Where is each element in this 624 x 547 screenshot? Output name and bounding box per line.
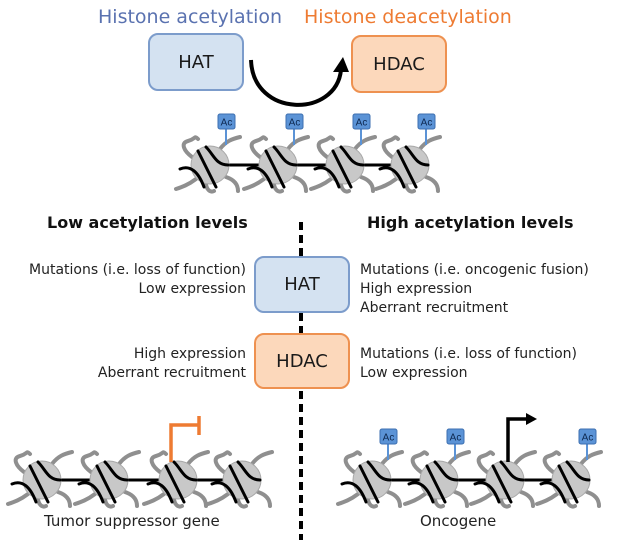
chromatin-tumor-suppressor (6, 450, 274, 509)
acetyl-label: Ac (582, 433, 594, 444)
nucleosome-icon: Ac (336, 428, 404, 509)
nucleosome-icon (6, 450, 74, 509)
deacetylation-title: Histone deacetylation (304, 6, 512, 28)
acetyl-label: Ac (383, 433, 395, 444)
acetyl-tag-icon: Ac (217, 113, 236, 145)
acetyl-tag-icon: Ac (352, 113, 371, 145)
hat-label: HAT (284, 274, 320, 295)
nucleosome-icon (73, 450, 141, 509)
acetyl-label: Ac (450, 433, 462, 444)
cause-item: Aberrant recruitment (360, 300, 509, 316)
cause-item: High expression (360, 281, 473, 297)
acetyl-tag-icon: Ac (285, 113, 304, 145)
cause-item: Low expression (360, 365, 468, 381)
hat-label: HAT (178, 51, 214, 73)
hat-box-center: HAT (254, 256, 350, 313)
low-hat-causes: Mutations (i.e. loss of function) Low ex… (29, 261, 246, 299)
cause-item: Mutations (i.e. loss of function) (360, 346, 577, 362)
cause-item: Low expression (138, 281, 246, 297)
acetyl-label: Ac (356, 118, 368, 129)
acetyl-tag-icon: Ac (578, 428, 597, 460)
nucleosome-icon: Ac (374, 113, 442, 194)
cause-item: Mutations (i.e. oncogenic fusion) (360, 262, 589, 278)
oncogene-label: Oncogene (420, 512, 497, 530)
acetyl-label: Ac (221, 118, 233, 129)
acetyl-label: Ac (421, 118, 433, 129)
high-hat-causes: Mutations (i.e. oncogenic fusion) High e… (360, 261, 589, 318)
repression-icon (169, 416, 201, 462)
nucleosome-icon: Ac (242, 113, 310, 194)
hdac-box-top: HDAC (351, 35, 447, 93)
chromatin-top: Ac Ac Ac Ac (174, 113, 442, 194)
acetyl-tag-icon: Ac (446, 428, 465, 460)
acetylation-title: Histone acetylation (98, 6, 283, 28)
high-hdac-causes: Mutations (i.e. loss of function) Low ex… (360, 345, 577, 383)
transcription-arrow-icon (506, 413, 537, 462)
nucleosome-icon (206, 450, 274, 509)
curved-arrow-icon (249, 57, 349, 107)
nucleosome-icon: Ac (174, 113, 242, 194)
acetyl-tag-icon: Ac (417, 113, 436, 145)
hdac-box-center: HDAC (254, 333, 350, 389)
low-hdac-causes: High expression Aberrant recruitment (98, 345, 246, 383)
hdac-label: HDAC (276, 350, 328, 372)
acetyl-tag-icon: Ac (379, 428, 398, 460)
nucleosome-icon (469, 450, 537, 509)
acetyl-label: Ac (289, 118, 301, 129)
nucleosome-icon: Ac (535, 428, 603, 509)
low-acetylation-heading: Low acetylation levels (47, 213, 248, 232)
hat-box-top: HAT (148, 33, 244, 91)
cause-item: Mutations (i.e. loss of function) (29, 262, 246, 278)
cause-item: High expression (133, 346, 246, 362)
chromatin-oncogene: Ac Ac Ac (336, 428, 603, 509)
nucleosome-icon: Ac (403, 428, 471, 509)
tumor-suppressor-gene-label: Tumor suppressor gene (44, 512, 220, 530)
high-acetylation-heading: High acetylation levels (367, 213, 574, 232)
nucleosome-icon: Ac (309, 113, 377, 194)
nucleosome-icon (142, 450, 210, 509)
hdac-label: HDAC (373, 53, 425, 75)
cause-item: Aberrant recruitment (97, 365, 246, 381)
